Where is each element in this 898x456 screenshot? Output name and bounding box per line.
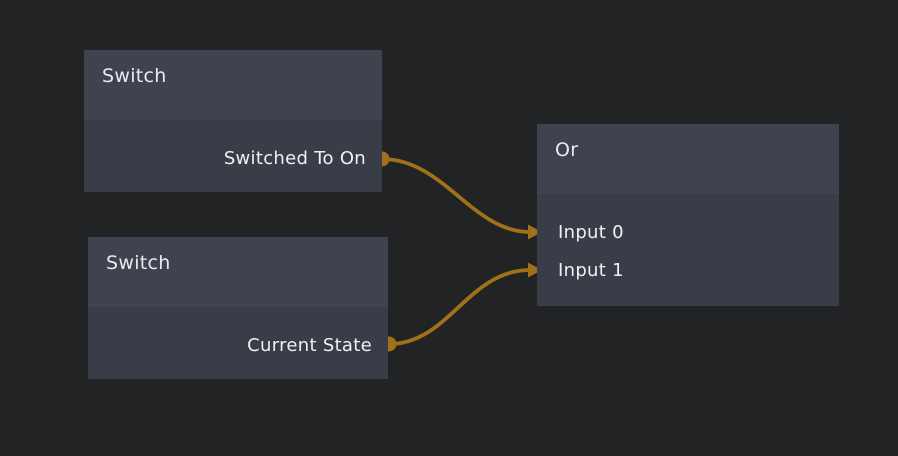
node-title: Switch	[106, 252, 171, 274]
wire-switched-to-on-to-input0[interactable]	[380, 157, 532, 234]
node-or-body: Input 0 Input 1	[537, 194, 839, 306]
wire-current-state-to-input1[interactable]	[387, 268, 532, 346]
node-title: Switch	[102, 65, 167, 87]
output-label: Current State	[247, 334, 372, 356]
node-switch-1[interactable]: Switch Switched To On	[84, 50, 382, 192]
node-switch-1-header[interactable]: Switch	[84, 50, 382, 120]
node-switch-2[interactable]: Switch Current State	[88, 237, 388, 379]
input-label: Input 0	[558, 221, 624, 243]
input-label: Input 1	[558, 259, 624, 281]
arrowhead-input1-icon[interactable]	[528, 262, 542, 278]
node-title: Or	[555, 139, 579, 161]
arrowhead-input0-icon[interactable]	[528, 224, 542, 240]
node-switch-1-body: Switched To On	[84, 120, 382, 192]
node-or-header[interactable]: Or	[537, 124, 839, 194]
node-switch-2-header[interactable]: Switch	[88, 237, 388, 307]
output-row-current-state[interactable]: Current State	[88, 326, 388, 364]
input-row-input0[interactable]: Input 0	[537, 213, 839, 251]
node-or[interactable]: Or Input 0 Input 1	[537, 124, 839, 306]
input-row-input1[interactable]: Input 1	[537, 251, 839, 289]
output-label: Switched To On	[223, 147, 366, 169]
node-switch-2-body: Current State	[88, 307, 388, 379]
output-row-switched-to-on[interactable]: Switched To On	[84, 139, 382, 177]
